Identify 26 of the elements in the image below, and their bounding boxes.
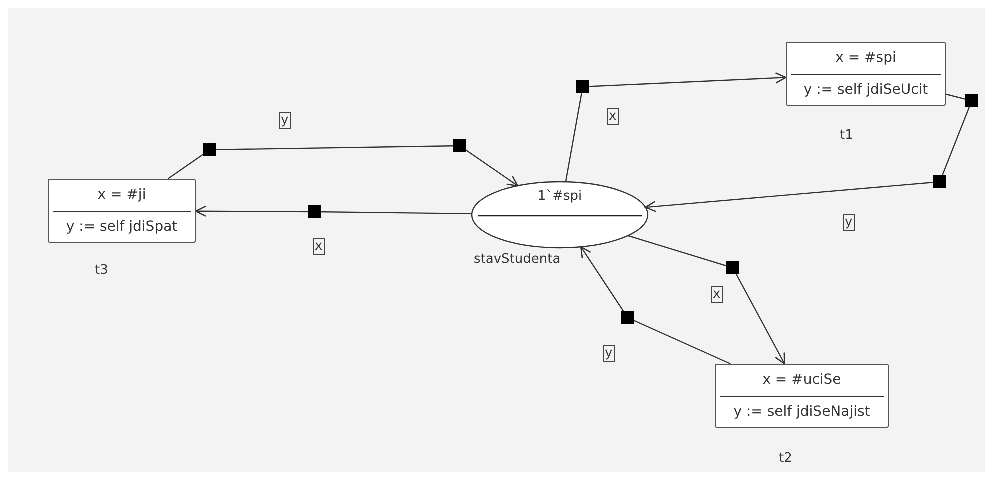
guard-text: x = #ji <box>53 181 191 212</box>
transition-box <box>48 179 196 243</box>
arc-inscription: y <box>603 345 615 362</box>
guard-text: x = #spi <box>791 44 941 74</box>
arc-arrow <box>565 72 786 182</box>
node-name-label: t3 <box>95 263 108 278</box>
node-name-label: t1 <box>840 128 854 143</box>
action-text: y := self jdiSeUcit <box>802 80 930 100</box>
arc-arrow <box>644 94 978 212</box>
action-text: y := self jdiSpat <box>65 218 179 237</box>
node-name-label: t2 <box>779 451 792 466</box>
arc-arrow <box>580 246 731 365</box>
arc-inscription: y <box>279 112 291 129</box>
arc-arrow <box>196 206 472 218</box>
arc-arrow <box>168 140 519 187</box>
node-name-label: stavStudenta <box>474 252 561 267</box>
transition-box <box>715 364 889 428</box>
arc-inscription: x <box>711 286 723 303</box>
token-text: 1`#spi <box>536 189 584 204</box>
guard-text: x = #uciSe <box>720 366 884 396</box>
arc-inscription: y <box>843 214 855 231</box>
arc-inscription: x <box>313 238 325 255</box>
transition-box <box>786 42 946 106</box>
arc-inscription: x <box>607 108 619 125</box>
action-text: y := self jdiSeNajist <box>732 402 872 422</box>
arc-arrow <box>628 235 786 364</box>
